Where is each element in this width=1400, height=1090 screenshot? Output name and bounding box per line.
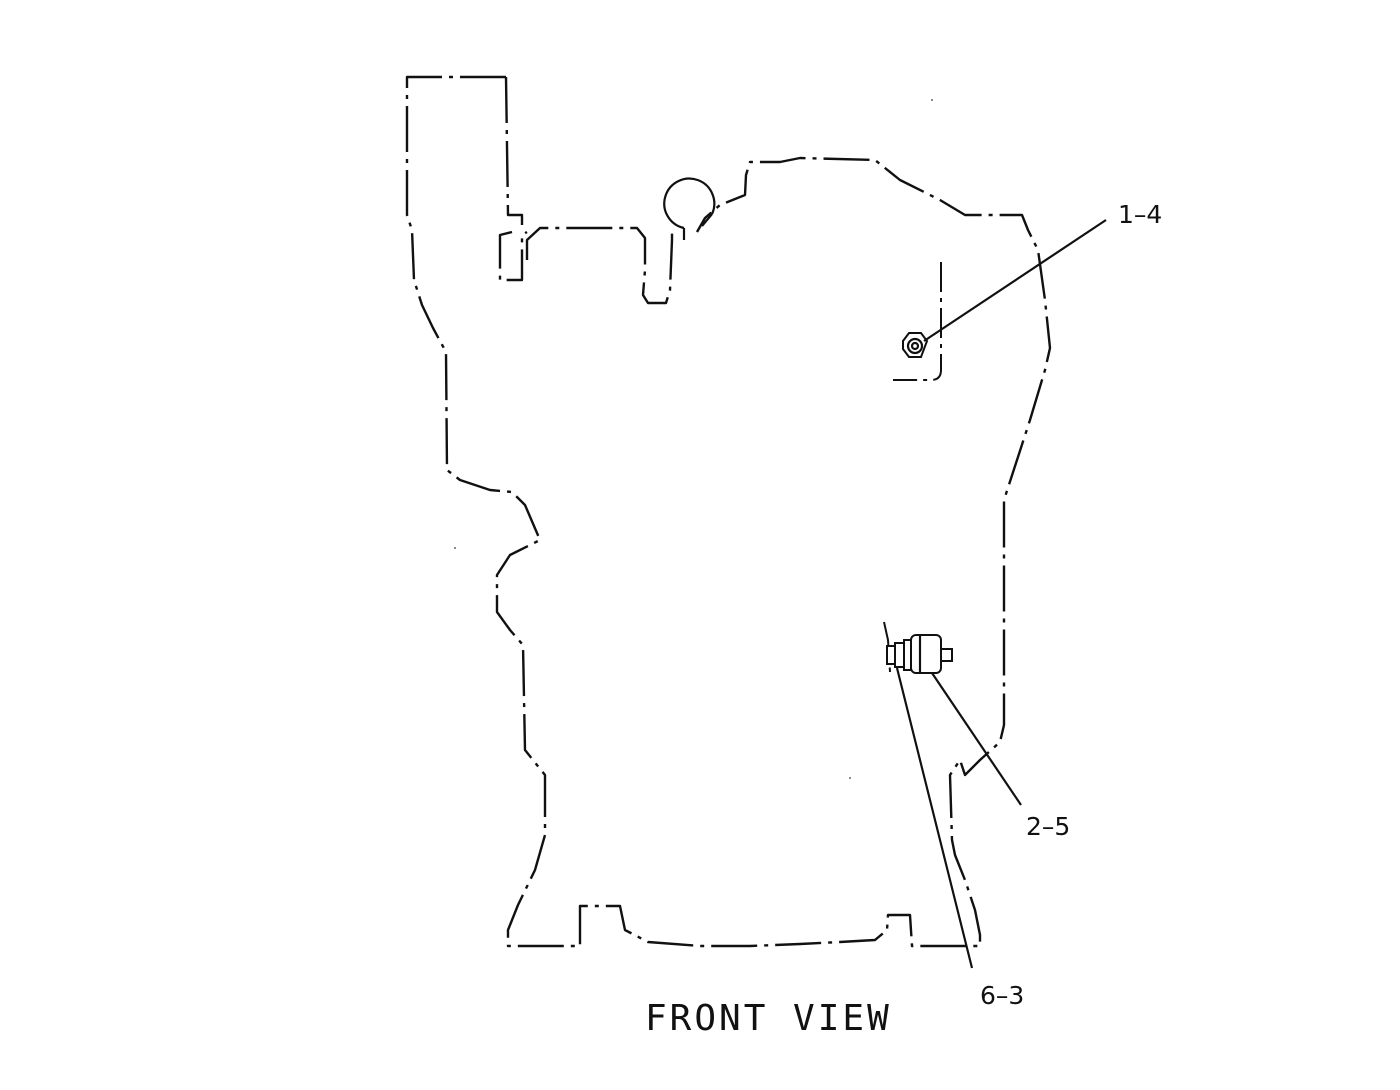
round-port-ring (663, 177, 716, 230)
round-port (663, 177, 716, 240)
engine-outline (405, 75, 1052, 948)
engine-outline-top-flange (504, 76, 524, 225)
callout-1-4: 1–4 (1118, 200, 1162, 229)
callout-6-3: 6–3 (980, 981, 1024, 1010)
switch-terminal (940, 648, 953, 662)
hex-plug-part (902, 332, 929, 358)
leader-6-3 (895, 667, 974, 969)
engine-outline-left-stack (405, 75, 1052, 948)
leader-2-5 (931, 672, 1022, 806)
engine-outline-manifold (525, 226, 674, 305)
view-title: FRONT VIEW (645, 998, 892, 1039)
leader-lines (895, 219, 1107, 969)
switch-body (910, 634, 942, 674)
adapter-fitting (886, 645, 896, 665)
cover-panel-outline (893, 262, 942, 381)
engine-outline-left-tab (498, 230, 528, 282)
pressure-switch-part (886, 634, 953, 674)
callout-2-5: 2–5 (1026, 812, 1070, 841)
leader-1-4 (923, 219, 1107, 342)
